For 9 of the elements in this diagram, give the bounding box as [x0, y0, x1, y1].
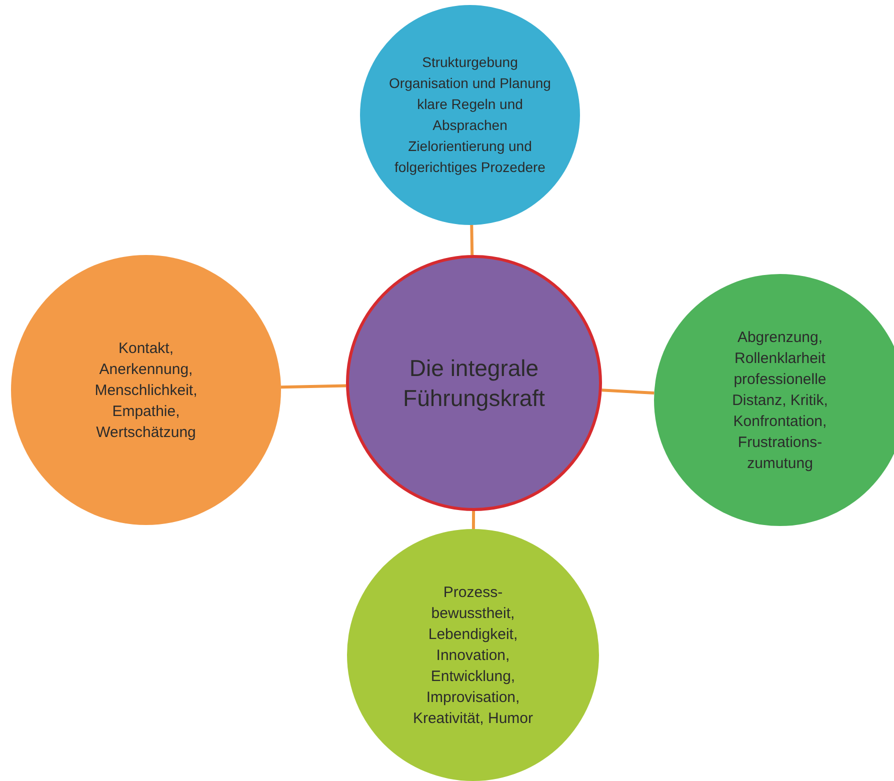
node-text: Strukturgebung Organisation und Planung klare Regeln und Absprachen Zielorientierung und folgerichtiges Prozedere	[388, 53, 552, 177]
node-text: Abgrenzung, Rollenklarheit professionelle Distanz, Kritik, Konfrontation, Frustrations- zumutung	[731, 328, 829, 474]
node-text: Die integrale Führungskraft	[402, 354, 546, 413]
node-text: Prozess- bewusstheit, Lebendigkeit, Innovation, Entwicklung, Improvisation, Kreativität, Humor	[412, 582, 534, 728]
node-text: Kontakt, Anerkennung, Menschlichkeit, Empathie, Wertschätzung	[94, 338, 198, 442]
connector-line	[472, 511, 476, 529]
connector-line	[470, 224, 474, 256]
connector-line	[280, 384, 346, 389]
connector-line	[602, 388, 654, 394]
